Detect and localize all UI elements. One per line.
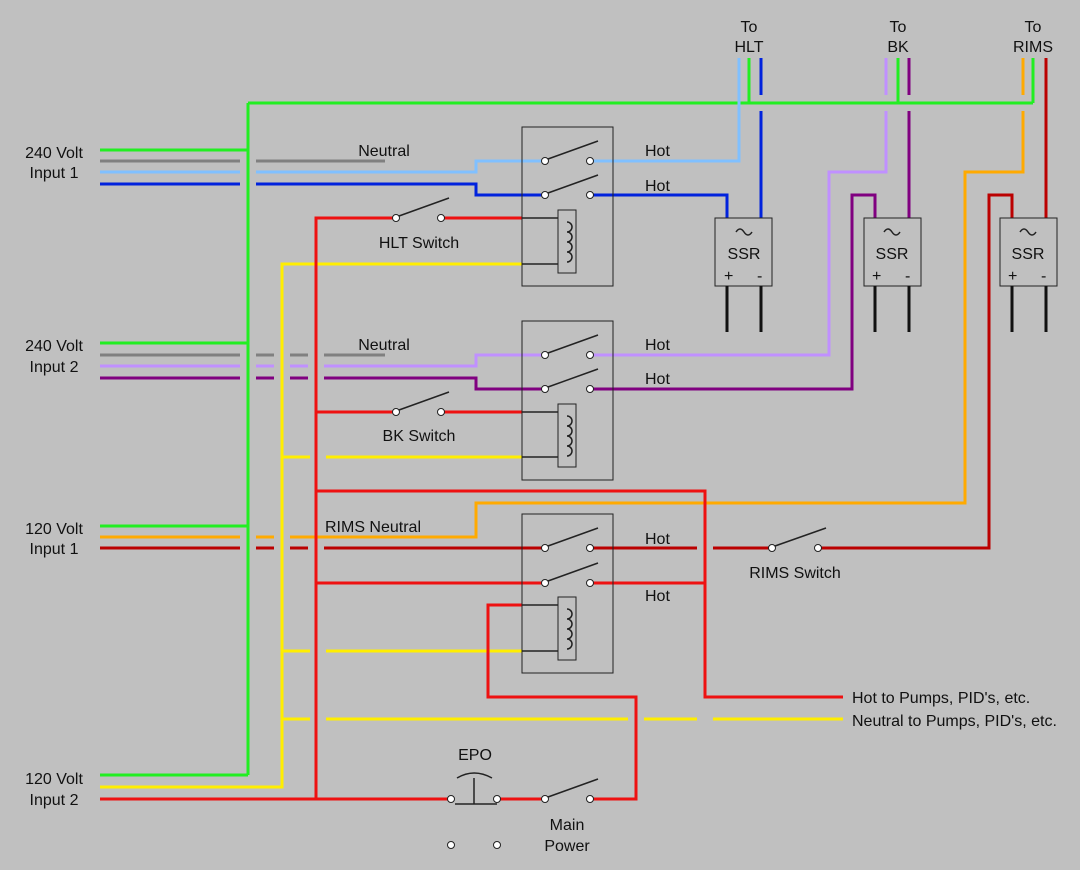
rims-switch-label: RIMS Switch (749, 565, 841, 582)
relay-bk (521, 320, 614, 481)
input-240v-2-line2: Input 2 (30, 359, 79, 376)
relay-main (521, 513, 614, 674)
hot-label-main: Hot (645, 588, 670, 605)
ssr-hlt: SSR + - (714, 217, 773, 332)
neutral-to-pumps-label: Neutral to Pumps, PID's, etc. (852, 713, 1057, 730)
ssr-bk: SSR + - (863, 217, 922, 332)
control-hot-wires (100, 216, 843, 801)
bk-wires (100, 58, 911, 391)
hlt-switch-label: HLT Switch (379, 235, 459, 252)
hot-label-bk-2: Hot (645, 371, 670, 388)
epo-switch-symbol (447, 772, 501, 849)
hot-label-hlt-2: Hot (645, 178, 670, 195)
to-rims-label-2: RIMS (1013, 39, 1053, 56)
input-120v-2-line2: Input 2 (30, 792, 79, 809)
gray-neutral-wires (100, 159, 385, 357)
input-120v-2-line1: 120 Volt (25, 771, 83, 788)
ssr-bk-plus: + (872, 268, 881, 285)
rims-switch-symbol (768, 527, 827, 552)
input-120v-1-line2: Input 1 (30, 541, 79, 558)
ssr-hlt-plus: + (724, 268, 733, 285)
neutral-label-2: Neutral (358, 337, 410, 354)
epo-label: EPO (458, 747, 492, 764)
hot-label-hlt-1: Hot (645, 143, 670, 160)
ssr-rims-plus: + (1008, 268, 1017, 285)
rims-neutral-label: RIMS Neutral (325, 519, 421, 536)
main-power-label-2: Power (544, 838, 590, 855)
ssr-bk-label: SSR (876, 246, 909, 263)
ssr-rims-minus: - (1041, 268, 1046, 285)
wire-labels: Neutral Neutral RIMS Neutral Hot Hot Hot… (325, 143, 1057, 855)
bk-switch-label: BK Switch (383, 428, 456, 445)
rims-wires (100, 58, 1048, 550)
hlt-wires (100, 58, 763, 218)
ssr-hlt-label: SSR (728, 246, 761, 263)
hot-to-pumps-label: Hot to Pumps, PID's, etc. (852, 690, 1030, 707)
hlt-switch-symbol (392, 197, 450, 222)
to-bk-label-1: To (890, 19, 907, 36)
bk-switch-symbol (392, 391, 450, 416)
main-power-label-1: Main (550, 817, 585, 834)
hot-label-bk-1: Hot (645, 337, 670, 354)
to-hlt-label-1: To (741, 19, 758, 36)
hot-label-rims: Hot (645, 531, 670, 548)
ssr-bk-minus: - (905, 268, 910, 285)
to-hlt-label-2: HLT (734, 39, 763, 56)
input-labels: 240 Volt Input 1 240 Volt Input 2 120 Vo… (25, 145, 83, 809)
to-bk-label-2: BK (887, 39, 909, 56)
relay-hlt (521, 126, 614, 287)
main-power-switch-symbol (541, 778, 599, 803)
ssr-hlt-minus: - (757, 268, 762, 285)
ground-wires (100, 58, 1035, 777)
neutral-label-1: Neutral (358, 143, 410, 160)
ssr-rims-label: SSR (1012, 246, 1045, 263)
input-240v-2-line1: 240 Volt (25, 338, 83, 355)
input-240v-1-line2: Input 1 (30, 165, 79, 182)
input-240v-1-line1: 240 Volt (25, 145, 83, 162)
to-rims-label-1: To (1025, 19, 1042, 36)
destination-labels: To HLT To BK To RIMS (734, 19, 1053, 56)
ssr-rims: SSR + - (999, 217, 1058, 332)
input-120v-1-line1: 120 Volt (25, 521, 83, 538)
